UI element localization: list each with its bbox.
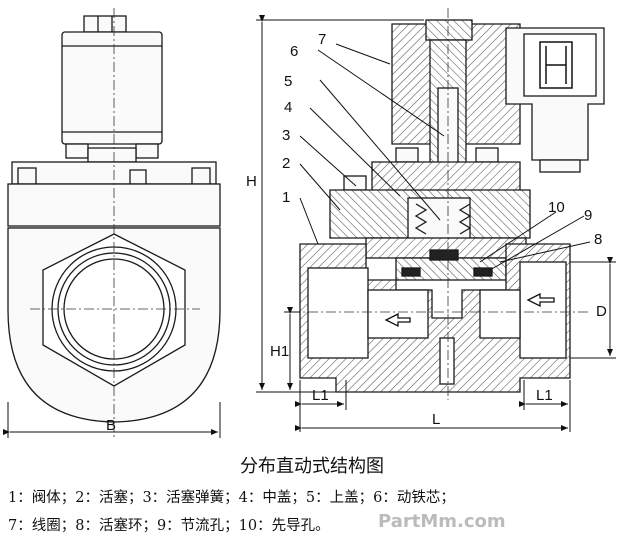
front-centerlines [30,8,200,440]
callout-10: 10 [548,199,565,216]
dimension-l-label: L [432,411,440,428]
section-centerlines [290,8,590,400]
dimension-l1-right-label: L1 [536,387,553,404]
dimension-h1-label: H1 [270,343,289,360]
dimension-d [570,257,616,359]
callout-9: 9 [584,207,592,224]
callout-2: 2 [282,155,290,172]
callout-6: 6 [290,43,298,60]
callout-1: 1 [282,189,290,206]
diagram-caption: 分布直动式结构图 [240,456,384,477]
callout-7: 7 [318,31,326,48]
callout-leaders [299,43,591,271]
section-view [299,19,605,393]
dimension-h [256,15,424,393]
dimension-h1 [284,307,300,390]
legend-line-2: 7：线圈；8：活塞环；9：节流孔；10：先导孔。 [8,518,330,534]
watermark-url: PartMm.com [378,511,506,532]
callout-5: 5 [284,73,292,90]
flow-arrow-left-icon [384,292,555,328]
callout-3: 3 [282,127,290,144]
dimension-h-label: H [246,173,257,190]
callout-4: 4 [284,99,292,116]
dimension-d-label: D [596,303,607,320]
connector-symbol-icon [539,41,573,89]
dimension-b [3,402,221,438]
callout-labels: 6 7 5 4 3 2 1 10 9 8 [282,31,602,248]
dimension-l [295,380,571,432]
legend-line-1: 1：阀体；2：活塞；3：活塞弹簧；4：中盖；5：上盖；6：动铁芯； [8,490,455,506]
dimension-b-label: B [106,417,116,434]
callout-8: 8 [594,231,602,248]
dimension-l1-left-label: L1 [312,387,329,404]
